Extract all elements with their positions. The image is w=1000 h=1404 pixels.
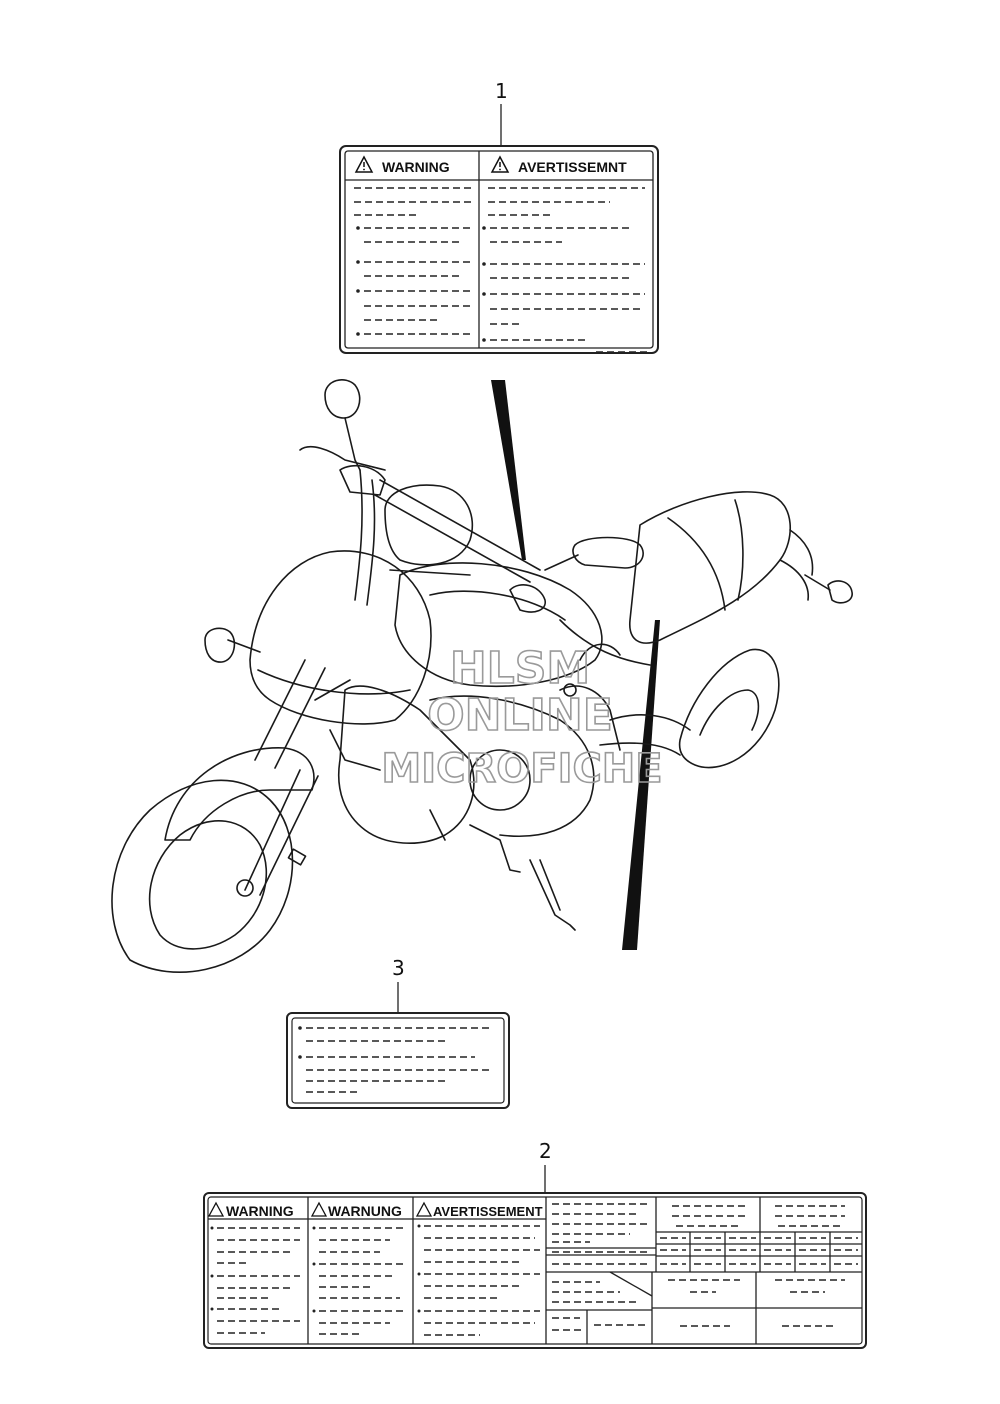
label-1-right-text-placeholder <box>482 187 648 353</box>
callout-3: 3 <box>392 956 405 1013</box>
callout-1: 1 <box>495 79 508 146</box>
watermark-line-3: MICROFICHE <box>381 746 662 792</box>
callout-number-3[interactable]: 3 <box>392 956 405 980</box>
pointer-line-label-1 <box>491 380 526 560</box>
label-1-warning-sticker[interactable]: WARNING AVERTISSEMNT <box>339 145 659 354</box>
pointer-line-label-2 <box>622 620 660 950</box>
warning-triangle-icon <box>354 155 374 173</box>
label-3-sticker[interactable] <box>286 1012 510 1109</box>
label-2-col2-text-placeholder <box>312 1226 405 1335</box>
label-2-multilanguage-sticker[interactable]: WARNING WARNUNG AVERTISSEMENT <box>203 1192 867 1349</box>
label-1-avertissement-heading: AVERTISSEMNT <box>518 159 627 175</box>
callout-number-2[interactable]: 2 <box>539 1139 552 1163</box>
label-2-info-table <box>546 1197 862 1344</box>
label-1-left-text-placeholder <box>354 187 473 336</box>
watermark-line-1: HLSM <box>450 643 590 694</box>
label-1-warning-heading: WARNING <box>382 159 450 175</box>
warning-triangle-icon <box>207 1201 225 1217</box>
callout-number-1[interactable]: 1 <box>495 79 508 103</box>
motorcycle-illustration <box>111 379 853 973</box>
warning-triangle-icon <box>310 1201 328 1217</box>
label-2-col3-text-placeholder <box>417 1224 540 1336</box>
label-2-warnung-heading: WARNUNG <box>328 1203 402 1219</box>
label-2-avertissement-heading: AVERTISSEMENT <box>433 1204 543 1219</box>
label-2-col1-text-placeholder <box>210 1226 300 1334</box>
watermark: HLSM ONLINE MICROFICHE <box>381 642 664 793</box>
warning-triangle-icon <box>490 155 510 173</box>
watermark-line-2: ONLINE <box>427 690 613 741</box>
label-2-warning-heading: WARNING <box>226 1203 294 1219</box>
warning-triangle-icon <box>415 1201 433 1217</box>
callout-2: 2 <box>539 1139 552 1195</box>
